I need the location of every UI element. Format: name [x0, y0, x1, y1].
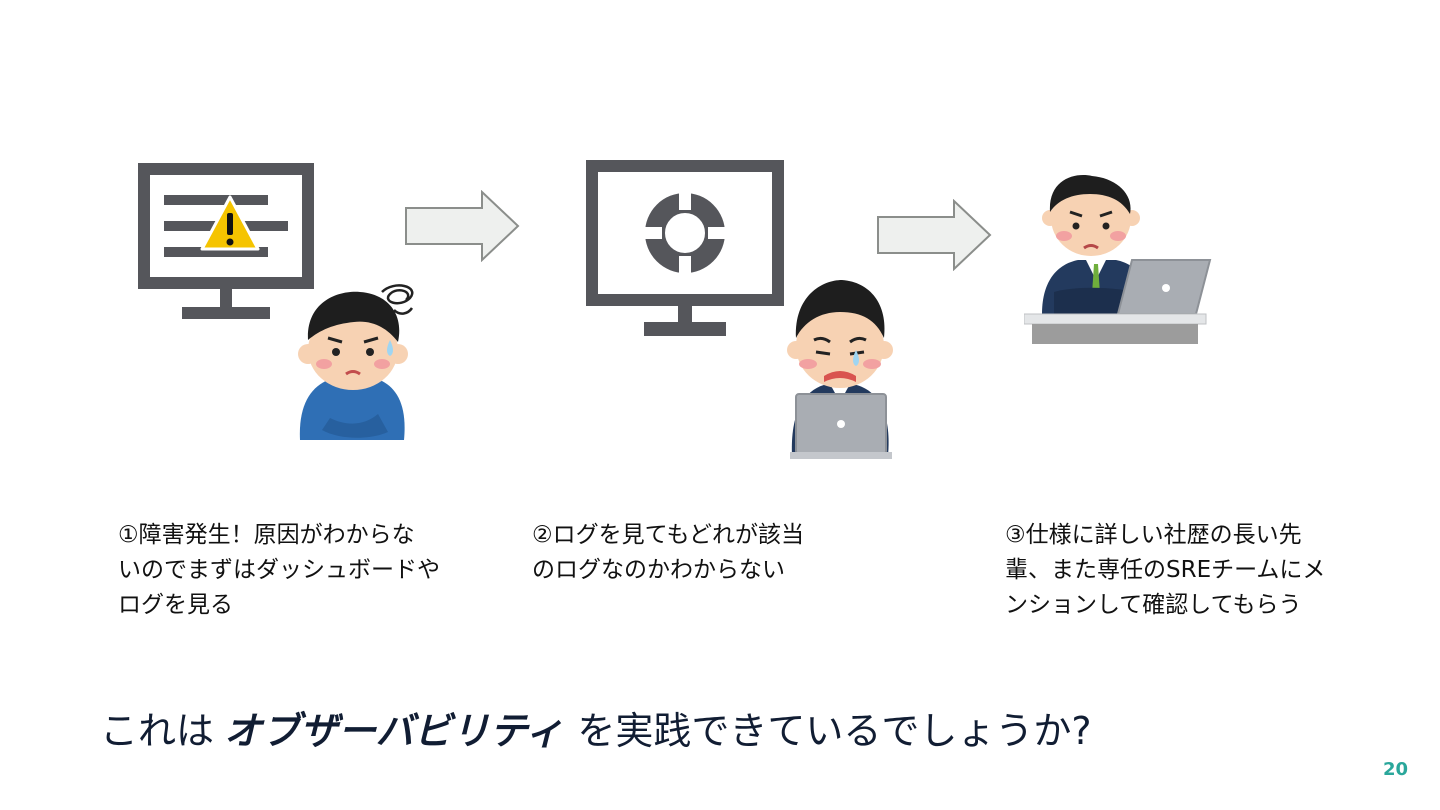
closing-question: これはオブザーバビリティを実践できているでしょうか? — [100, 700, 1092, 755]
monitor-loading-icon — [586, 160, 784, 336]
arrow-right-icon — [877, 199, 992, 271]
senior-at-desk-icon — [1024, 175, 1212, 344]
confused-person-icon — [298, 284, 414, 440]
question-prefix: これは — [100, 709, 215, 753]
step-2-text: ②ログを見てもどれが該当 のログなのかわからない — [532, 522, 805, 583]
step-3-text: ③仕様に詳しい社歴の長い先 輩、また専任のSREチームにメ ンションして確認して… — [1005, 522, 1326, 618]
question-suffix: を実践できているでしょうか? — [577, 709, 1092, 753]
question-emphasis: オブザーバビリティ — [224, 709, 564, 753]
step-1-text: ①障害発生！原因がわからな いのでまずはダッシュボードや ログを見る — [118, 522, 440, 618]
page-number: 20 — [1382, 759, 1408, 780]
monitor-warning-icon — [138, 163, 314, 319]
worried-businessman-laptop-icon — [787, 280, 893, 459]
arrow-right-icon — [405, 190, 520, 262]
